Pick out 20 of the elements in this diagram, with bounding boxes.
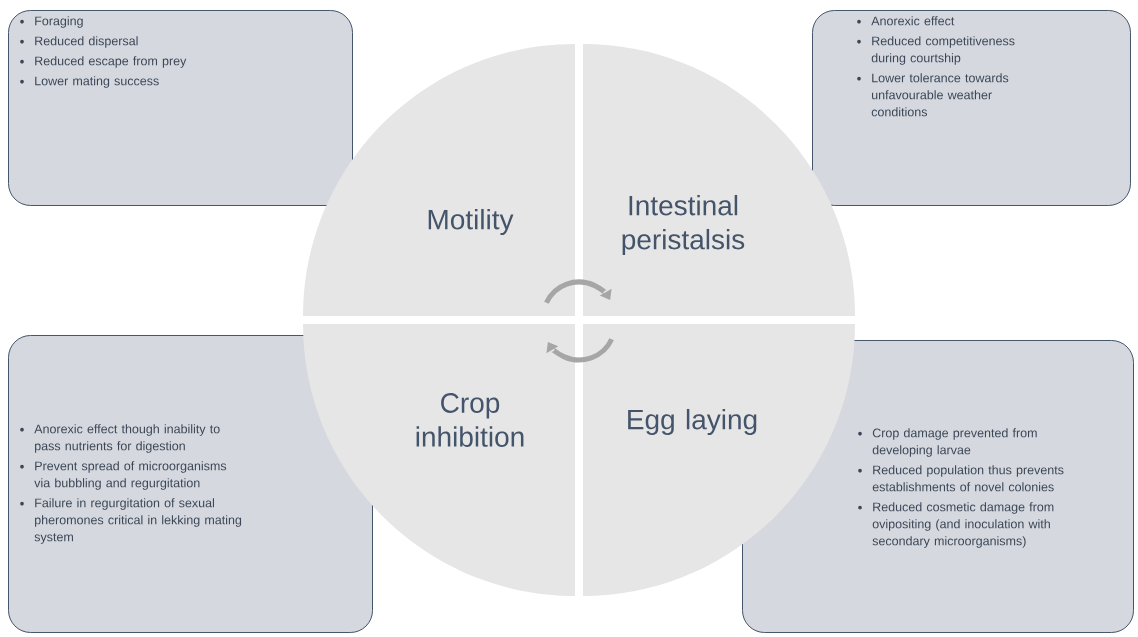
- bullet-item: Reduced competitiveness during courtship: [857, 36, 1015, 65]
- bullet-item: Anorexic effect though inability to pass nutrients for digestion: [20, 424, 220, 453]
- bullet-item: Lower mating success: [20, 76, 159, 88]
- bullet-item: Foraging: [20, 16, 83, 28]
- quadrant-sector: Intestinal peristalsis: [583, 44, 855, 316]
- info-box: [8, 335, 373, 633]
- quadrant-sector: Motility: [303, 44, 575, 316]
- bullet-item: Reduced dispersal: [20, 36, 138, 48]
- bullet-item: Lower tolerance towards unfavourable weather conditions: [857, 73, 1009, 117]
- bullet-item: Crop damage prevented from developing larvae: [858, 428, 1037, 457]
- quadrant-sector: Crop inhibition: [303, 324, 575, 596]
- bullet-item: Reduced population thus prevents establishments of novel colonies: [858, 465, 1064, 492]
- info-box: [812, 10, 1131, 206]
- bullet-item: Reduced cosmetic damage from ovipositing (and inoculation with secondary microorganisms): [858, 502, 1054, 548]
- info-box: [8, 10, 353, 206]
- quadrant-sector: Egg laying: [583, 324, 855, 596]
- bullet-item: Failure in regurgitation of sexual pheromones critical in lekking mating system: [20, 498, 242, 544]
- bullet-item: Prevent spread of microorganisms via bubbling and regurgitation: [20, 461, 227, 490]
- bullet-item: Anorexic effect: [857, 16, 955, 26]
- bullet-item: Reduced escape from prey: [20, 56, 187, 68]
